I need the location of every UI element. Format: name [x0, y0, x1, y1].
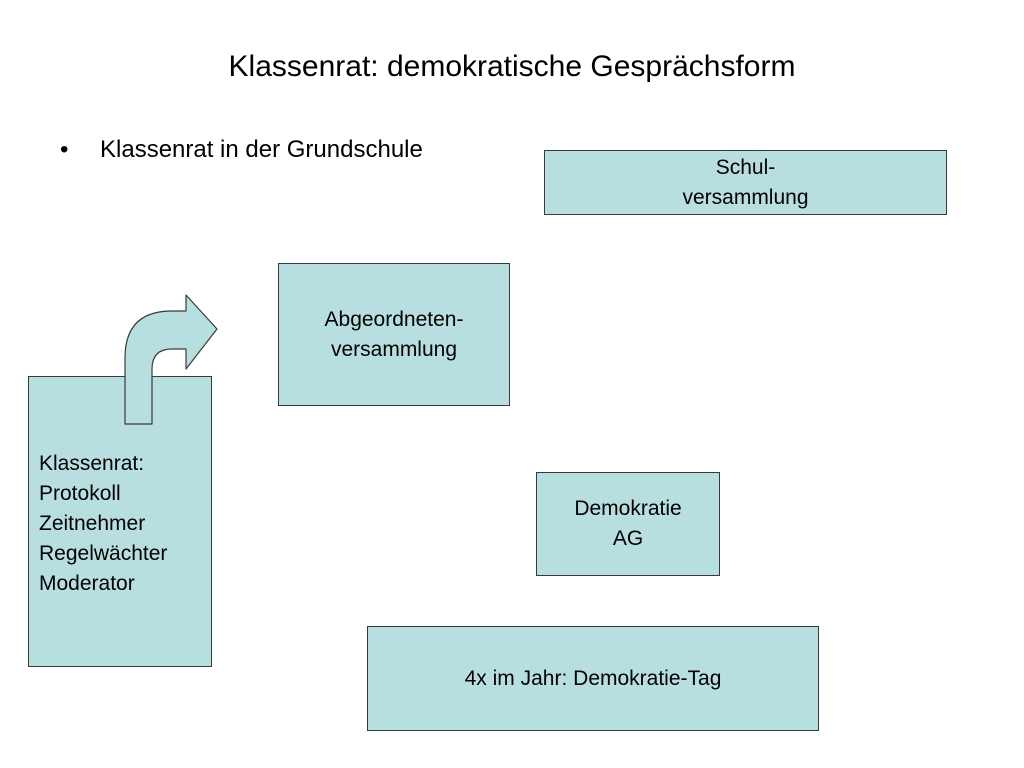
- klassenrat-item-regelwaechter: Regelwächter: [39, 542, 168, 565]
- klassenrat-item-moderator: Moderator: [39, 572, 135, 595]
- klassenrat-item-heading: Klassenrat:: [39, 452, 145, 475]
- abgeordnetenversammlung-label: Abgeordneten- versammlung: [325, 305, 464, 365]
- schulversammlung-line-1: Schul-: [715, 155, 776, 179]
- demokratie-ag-line-1: Demokratie: [574, 497, 682, 520]
- abgeordnetenversammlung-line-1: Abgeordneten-: [324, 307, 464, 331]
- bullet-symbol: •: [60, 136, 69, 163]
- schulversammlung-line-2: versammlung: [682, 185, 809, 209]
- abgeordnetenversammlung-line-2: versammlung: [330, 337, 458, 361]
- demokratie-ag-label: Demokratie AG: [574, 494, 681, 554]
- klassenrat-item-zeitnehmer: Zeitnehmer: [39, 512, 146, 535]
- demokratie-ag-box: Demokratie AG: [536, 472, 720, 576]
- bullet-text: Klassenrat in der Grundschule: [100, 136, 423, 163]
- demokratie-ag-line-2: AG: [612, 527, 644, 550]
- klassenrat-list: Klassenrat: Protokoll Zeitnehmer Regelwä…: [39, 449, 167, 599]
- demokratie-tag-box: 4x im Jahr: Demokratie-Tag: [367, 626, 819, 731]
- schulversammlung-label: Schul- versammlung: [682, 153, 808, 213]
- demokratie-tag-label: 4x im Jahr: Demokratie-Tag: [464, 666, 722, 690]
- klassenrat-item-protokoll: Protokoll: [39, 482, 121, 505]
- slide-title: Klassenrat: demokratische Gesprächsform: [228, 50, 796, 83]
- abgeordnetenversammlung-box: Abgeordneten- versammlung: [278, 263, 510, 406]
- klassenrat-box: Klassenrat: Protokoll Zeitnehmer Regelwä…: [28, 376, 212, 667]
- bullet-item: • Klassenrat in der Grundschule: [60, 134, 423, 166]
- schulversammlung-box: Schul- versammlung: [544, 150, 947, 215]
